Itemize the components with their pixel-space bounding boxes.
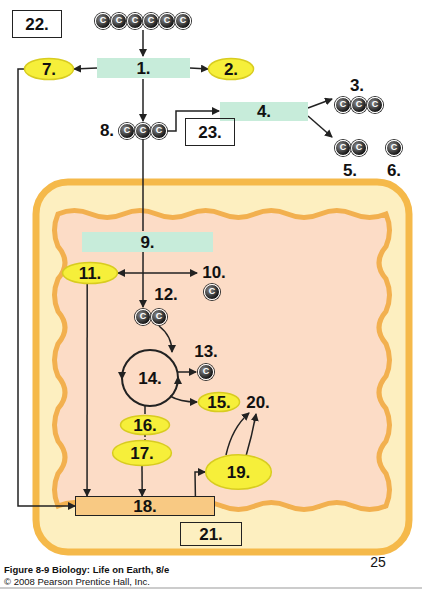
callout-number: 8. [100,122,114,139]
arrow-line [226,413,249,455]
arrow-line [142,30,144,56]
flow-arrow [18,69,75,506]
carbon-atom: C [119,123,135,139]
transport-chain-box: 18. [75,496,215,516]
callout-number: 15. [207,394,231,411]
carbon-atom: C [151,309,167,325]
carbon-atom: C [111,13,127,29]
callout-number: 10. [202,264,226,281]
carbon-atom: C [335,97,351,113]
callout-number: 21. [199,526,223,543]
callout-number: 2. [224,61,238,78]
carbon-atom: C [204,284,220,300]
callout-number: 16. [133,417,157,434]
product-oval: 11. [62,262,118,284]
flow-arrow [118,252,143,273]
callout-number: 17. [130,445,154,462]
arrow-line [178,371,196,373]
arrow-line [144,406,146,414]
flow-arrow [74,68,97,69]
carbon-atom: C [198,364,214,380]
callout-number: 4. [257,103,271,120]
callout-number: 23. [198,124,222,141]
callout-number: 1. [136,60,150,77]
carbon-atom: C [175,13,191,29]
answer-box: 23. [185,118,235,146]
arrow-line [142,139,144,231]
inner-membrane [55,211,390,510]
carbon-atom: C [143,13,159,29]
carbon-atom: C [127,13,143,29]
flow-arrow [190,68,208,69]
dashed-link [144,435,146,440]
product-oval: 17. [112,440,172,466]
callout-number: 11. [79,265,102,282]
carbon-atom: C [351,140,367,156]
product-oval: 19. [205,454,272,490]
arrow-line [143,272,197,274]
arrow-line [142,273,144,307]
arrow-line [142,79,144,121]
carbon-atom: C [95,13,111,29]
copyright-note: © 2008 Pearson Prentice Hall, Inc. [4,577,150,587]
callout-number: 6. [387,162,401,179]
callout-number: 3. [350,77,364,94]
flow-arrow [195,472,205,496]
callout-number: 14. [138,370,162,387]
callout-number: 9. [140,234,154,251]
callout-number: 5. [343,162,357,179]
product-oval: 7. [24,58,74,80]
outer-membrane [36,182,409,552]
cycle [122,350,178,406]
carbon-atom: C [135,309,151,325]
carbon-atom: C [159,13,175,29]
carbon-atom: C [335,140,351,156]
callout-number: 13. [194,343,218,360]
rule [0,588,422,589]
product-oval: 16. [120,415,170,435]
product-oval: 15. [198,392,240,412]
process-box: 9. [82,232,213,252]
arrow-line [170,396,197,402]
product-oval: 2. [208,58,254,80]
callout-number: 19. [227,464,251,481]
page-number: 25 [370,555,386,569]
arrow-line [246,414,256,456]
answer-box: 22. [12,10,62,38]
arrow-line [308,116,332,137]
arrow-line [308,99,332,108]
process-box: 1. [97,58,190,78]
callout-number: 20. [246,394,270,411]
arrow-line [159,326,172,352]
carbon-atom: C [367,97,383,113]
flow-arrow [141,466,143,496]
carbon-atom: C [135,123,151,139]
caption: Figure 8-9 Biology: Life on Earth, 8/e [4,565,169,575]
carbon-atom: C [151,123,167,139]
answer-box: 21. [180,522,242,546]
carbon-atom: C [351,97,367,113]
callout-number: 7. [42,61,56,78]
flow-arrow [86,284,88,496]
carbon-atom: C [386,140,402,156]
callout-number: 18. [133,498,157,515]
callout-number: 22. [25,16,49,33]
callout-number: 12. [154,286,178,303]
